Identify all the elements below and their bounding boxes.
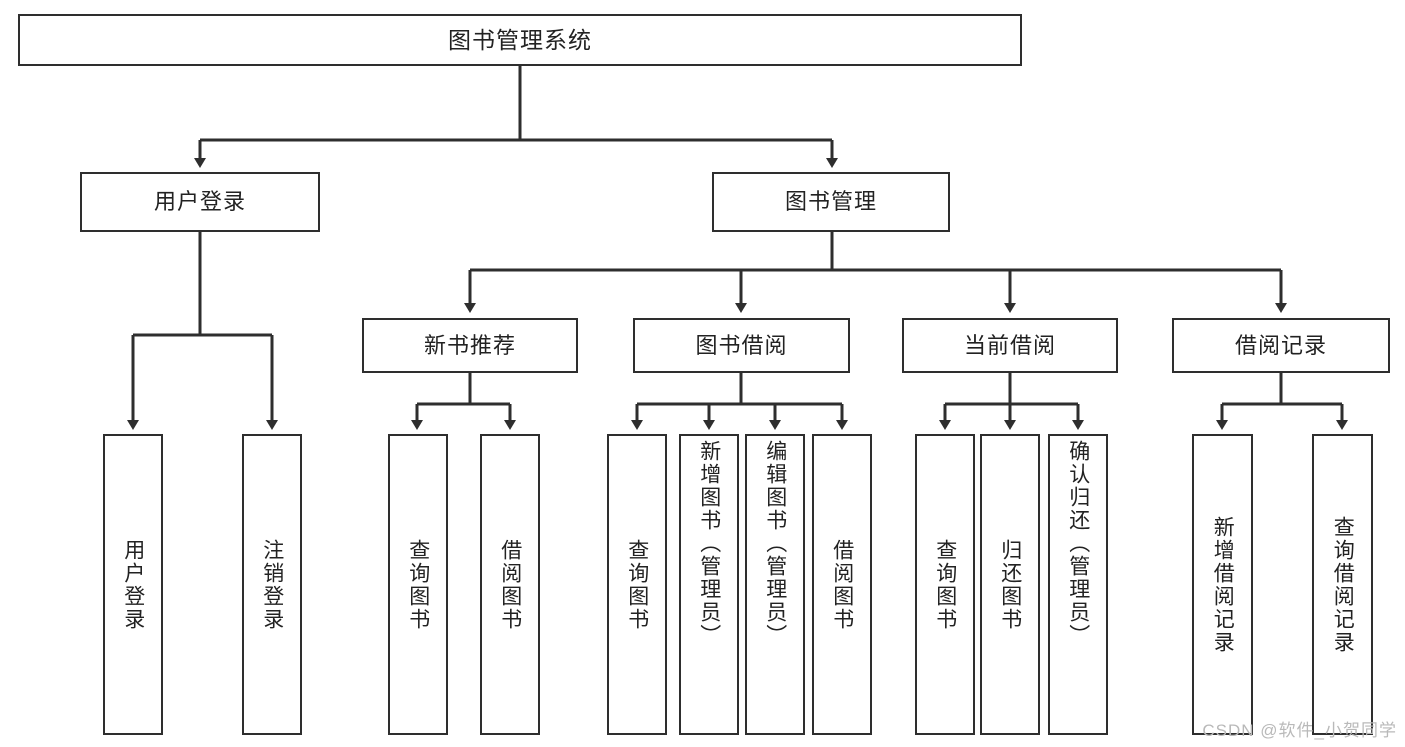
node-root-system[interactable]: 图书管理系统 (18, 14, 1022, 66)
node-label: 查询图书 (625, 538, 649, 631)
node-leaf-logout[interactable]: 注销登录 (242, 434, 302, 735)
node-leaf-query-book-recommend[interactable]: 查询图书 (388, 434, 448, 735)
node-label: 归还图书 (998, 538, 1022, 631)
node-label: 图书借阅 (695, 332, 788, 358)
node-new-book-recommend[interactable]: 新书推荐 (362, 318, 578, 373)
node-label: 借阅图书 (498, 538, 522, 631)
node-leaf-user-login[interactable]: 用户登录 (103, 434, 163, 735)
node-label: 查询图书 (406, 538, 430, 631)
node-label: 用户登录 (121, 538, 145, 631)
node-label: 新增借阅记录 (1211, 515, 1235, 654)
node-leaf-query-borrow-record[interactable]: 查询借阅记录 (1312, 434, 1373, 735)
node-label: 图书管理 (784, 189, 877, 215)
node-book-management[interactable]: 图书管理 (712, 172, 950, 232)
node-label: 用户登录 (153, 189, 246, 215)
node-leaf-borrow-book[interactable]: 借阅图书 (812, 434, 872, 735)
node-label: 图书管理系统 (448, 26, 592, 53)
node-current-borrow[interactable]: 当前借阅 (902, 318, 1118, 373)
node-leaf-edit-book-admin[interactable]: 编辑图书（管理员） (745, 434, 805, 735)
node-label: 查询借阅记录 (1331, 515, 1355, 654)
node-label: 新书推荐 (423, 332, 516, 358)
node-leaf-return-book[interactable]: 归还图书 (980, 434, 1040, 735)
node-label: 新增图书（管理员） (697, 440, 721, 647)
node-user-login[interactable]: 用户登录 (80, 172, 320, 232)
node-book-borrow[interactable]: 图书借阅 (633, 318, 850, 373)
node-label: 注销登录 (260, 538, 284, 631)
node-borrow-record[interactable]: 借阅记录 (1172, 318, 1390, 373)
node-leaf-query-book-current[interactable]: 查询图书 (915, 434, 975, 735)
node-label: 借阅记录 (1234, 332, 1327, 358)
node-label: 当前借阅 (963, 332, 1056, 358)
node-leaf-confirm-return-admin[interactable]: 确认归还（管理员） (1048, 434, 1108, 735)
csdn-watermark: CSDN @软件_小贺同学 (1202, 721, 1397, 740)
node-leaf-borrow-book-recommend[interactable]: 借阅图书 (480, 434, 540, 735)
node-label: 查询图书 (933, 538, 957, 631)
node-leaf-add-borrow-record[interactable]: 新增借阅记录 (1192, 434, 1253, 735)
node-leaf-add-book-admin[interactable]: 新增图书（管理员） (679, 434, 739, 735)
node-label: 编辑图书（管理员） (763, 440, 787, 647)
node-label: 确认归还（管理员） (1066, 440, 1090, 647)
node-label: 借阅图书 (830, 538, 854, 631)
node-leaf-query-book-borrow[interactable]: 查询图书 (607, 434, 667, 735)
